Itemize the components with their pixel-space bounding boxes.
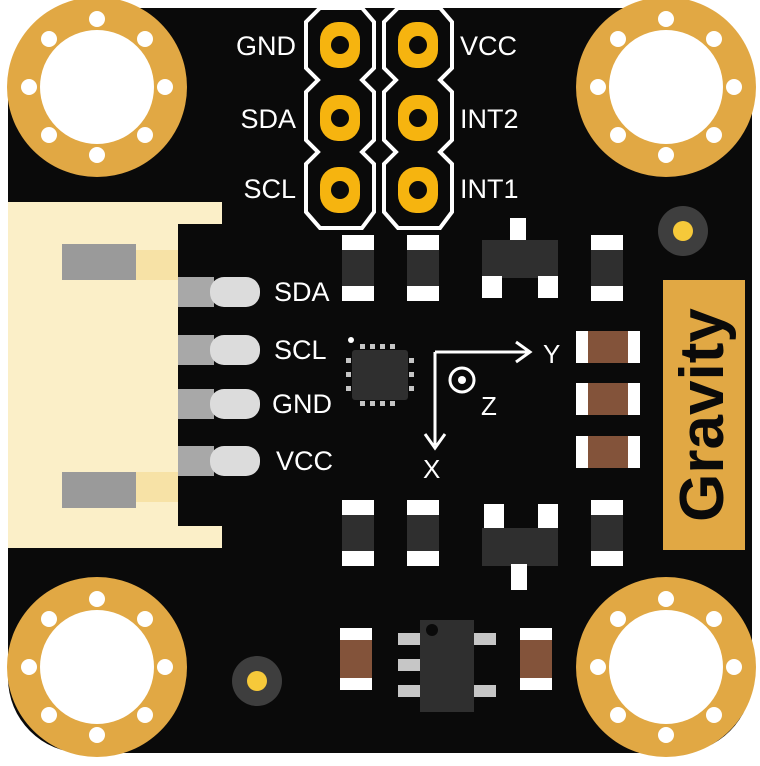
axis-indicator	[423, 340, 533, 451]
header-label-int1: INT1	[460, 174, 519, 204]
axis-z-dot	[458, 376, 466, 384]
header-label-sda: SDA	[240, 104, 296, 134]
connector-label-gnd: GND	[272, 389, 332, 419]
connector-label-vcc: VCC	[276, 446, 333, 476]
test-pad-top-right	[658, 206, 708, 256]
gravity-brand: Gravity	[663, 280, 745, 550]
ic-chip	[398, 620, 496, 712]
mounting-hole-bottom-left	[7, 577, 187, 757]
pin-header	[304, 6, 454, 230]
gravity-connector	[8, 202, 260, 548]
smd-component-top	[342, 218, 623, 301]
axis-label-z: Z	[481, 391, 497, 421]
header-label-vcc: VCC	[460, 31, 517, 61]
smd-component-bottom	[342, 500, 623, 590]
mounting-hole-bottom-right	[576, 577, 756, 757]
axis-label-y: Y	[543, 339, 560, 369]
connector-pin	[178, 277, 260, 476]
brand-text: Gravity	[668, 308, 737, 522]
axis-label-x: X	[423, 454, 440, 484]
header-label-int2: INT2	[460, 104, 519, 134]
mounting-hole-top-right	[576, 0, 756, 177]
connector-label-sda: SDA	[274, 277, 330, 307]
header-label-gnd: GND	[236, 31, 296, 61]
sensor-chip	[346, 337, 414, 406]
mounting-hole-top-left	[7, 0, 187, 177]
test-pad-bottom-left	[232, 656, 282, 706]
connector-label-scl: SCL	[274, 335, 327, 365]
resistor	[340, 331, 640, 690]
header-label-scl: SCL	[243, 174, 296, 204]
